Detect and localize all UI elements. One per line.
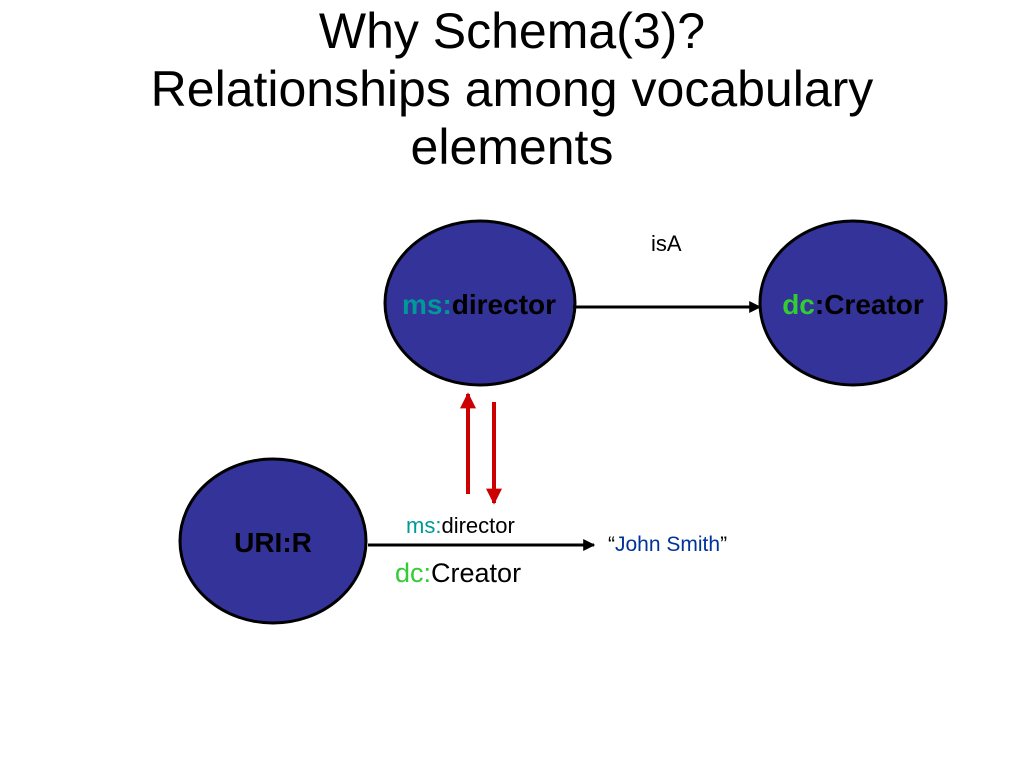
dc-prefix-small: dc: bbox=[395, 558, 432, 588]
ms-director-node bbox=[383, 219, 577, 387]
isa-edge-label: isA bbox=[651, 231, 682, 256]
ms-prefix-small: ms: bbox=[406, 513, 442, 538]
uri-r-node-label: URI:R bbox=[234, 527, 312, 558]
ms-director-node-label: ms:director bbox=[402, 289, 556, 321]
title-line-3: elements bbox=[410, 119, 614, 175]
dc-prefix: dc bbox=[782, 289, 815, 320]
slide-title: Why Schema(3)? Relationships among vocab… bbox=[0, 2, 1024, 176]
literal-open-quote: “ bbox=[608, 533, 615, 556]
creator-name: :Creator bbox=[814, 289, 924, 320]
property-edge-label-bottom: dc:Creator bbox=[395, 558, 521, 589]
title-line-2: Relationships among vocabulary bbox=[150, 61, 874, 117]
literal-text: John Smith bbox=[615, 533, 721, 556]
property-edge-label-top: ms:director bbox=[406, 513, 515, 539]
literal-value: “John Smith” bbox=[608, 533, 727, 557]
dc-creator-node-label: dc:Creator bbox=[782, 289, 924, 321]
director-name: director bbox=[451, 289, 557, 320]
ms-prefix: ms: bbox=[401, 289, 452, 320]
creator-small: Creator bbox=[431, 558, 522, 588]
director-small: director bbox=[441, 513, 515, 538]
uri-r-node bbox=[178, 457, 368, 625]
title-line-1: Why Schema(3)? bbox=[318, 3, 706, 59]
literal-close-quote: ” bbox=[720, 533, 728, 556]
